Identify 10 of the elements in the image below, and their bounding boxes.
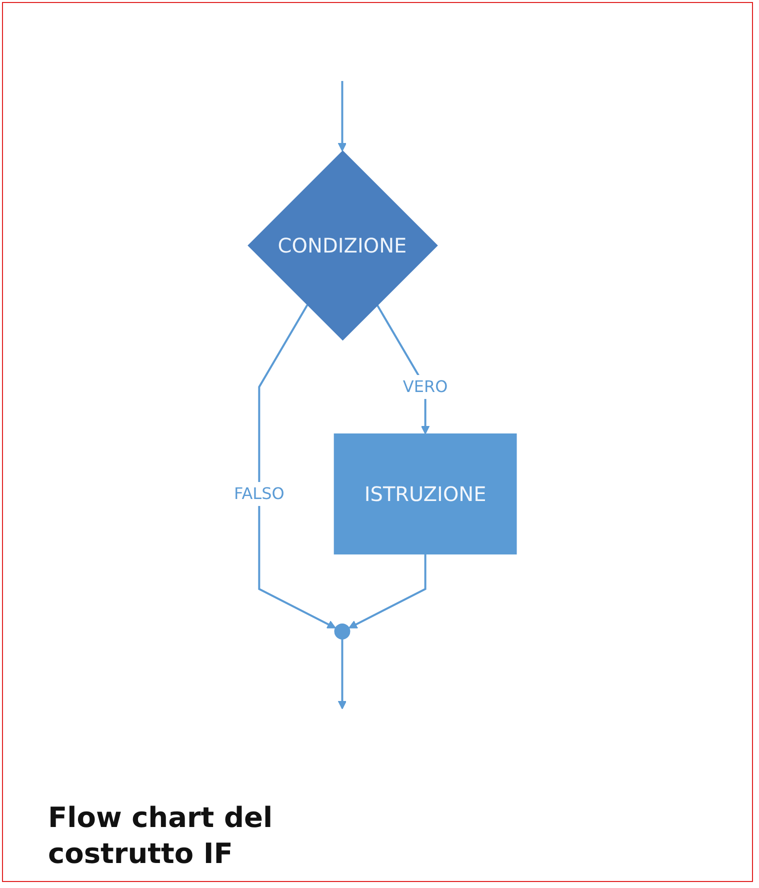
node-circle: [334, 623, 350, 640]
arrow: [338, 638, 346, 710]
edge-label: FALSO: [234, 484, 284, 503]
node-diamond: CONDIZIONE: [247, 150, 438, 341]
arrow: [258, 304, 336, 628]
edge-label: VERO: [402, 376, 448, 396]
arrow: [338, 81, 346, 152]
arrow: [348, 554, 426, 628]
node-box: ISTRUZIONE: [334, 433, 517, 554]
caption: Flow chart del costrutto IF: [48, 800, 274, 872]
